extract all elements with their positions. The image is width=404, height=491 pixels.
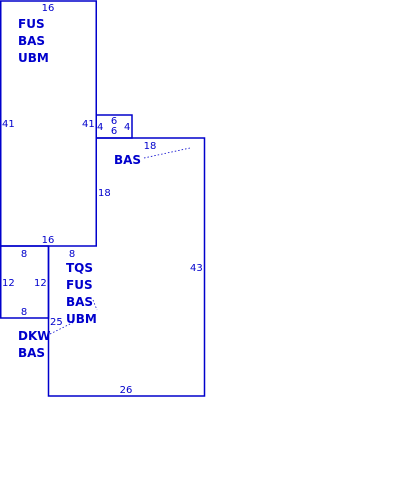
lower-middle-label-1: TQS — [66, 261, 93, 275]
lower-left-bottom-dimension: 8 — [21, 307, 27, 318]
lower-middle-label-4: UBM — [66, 312, 97, 326]
main-right-dimension: 43 — [190, 263, 203, 274]
connector-left-dimension: 4 — [97, 122, 103, 133]
bas-leader-line — [143, 147, 191, 159]
connector-right-dimension: 4 — [124, 122, 130, 133]
lower-left-right-dimension: 12 — [34, 278, 47, 289]
main-bottom-dimension: 26 — [120, 385, 133, 396]
lower-left-label-2: BAS — [18, 346, 45, 360]
upper-left-left-dimension: 41 — [2, 119, 15, 130]
lower-middle-leader-line — [92, 299, 98, 311]
connector-top-dimension: 6 — [111, 116, 117, 127]
main-label: BAS — [114, 153, 141, 167]
upper-left-label-1: FUS — [18, 17, 45, 31]
upper-left-top-dimension: 16 — [42, 3, 55, 14]
main-top-dimension: 18 — [144, 141, 157, 152]
lower-middle-left-dimension: 25 — [50, 317, 63, 328]
upper-left-label-3: UBM — [18, 51, 49, 65]
upper-left-bottom-dimension: 16 — [42, 235, 55, 246]
upper-left-label-2: BAS — [18, 34, 45, 48]
lower-middle-label-2: FUS — [66, 278, 93, 292]
main-left-dimension: 18 — [98, 188, 111, 199]
lower-middle-label-3: BAS — [66, 295, 93, 309]
main-block-outline — [47, 137, 206, 397]
upper-left-right-dimension: 41 — [82, 119, 95, 130]
lower-left-left-dimension: 12 — [2, 278, 15, 289]
lower-middle-top-dimension: 8 — [69, 249, 75, 260]
lower-left-label-1: DKW — [18, 329, 51, 343]
dkw-leader-line — [49, 321, 75, 335]
lower-left-top-dimension: 8 — [21, 249, 27, 260]
connector-bottom-dimension: 6 — [111, 126, 117, 137]
lower-left-block-outline — [0, 245, 50, 319]
